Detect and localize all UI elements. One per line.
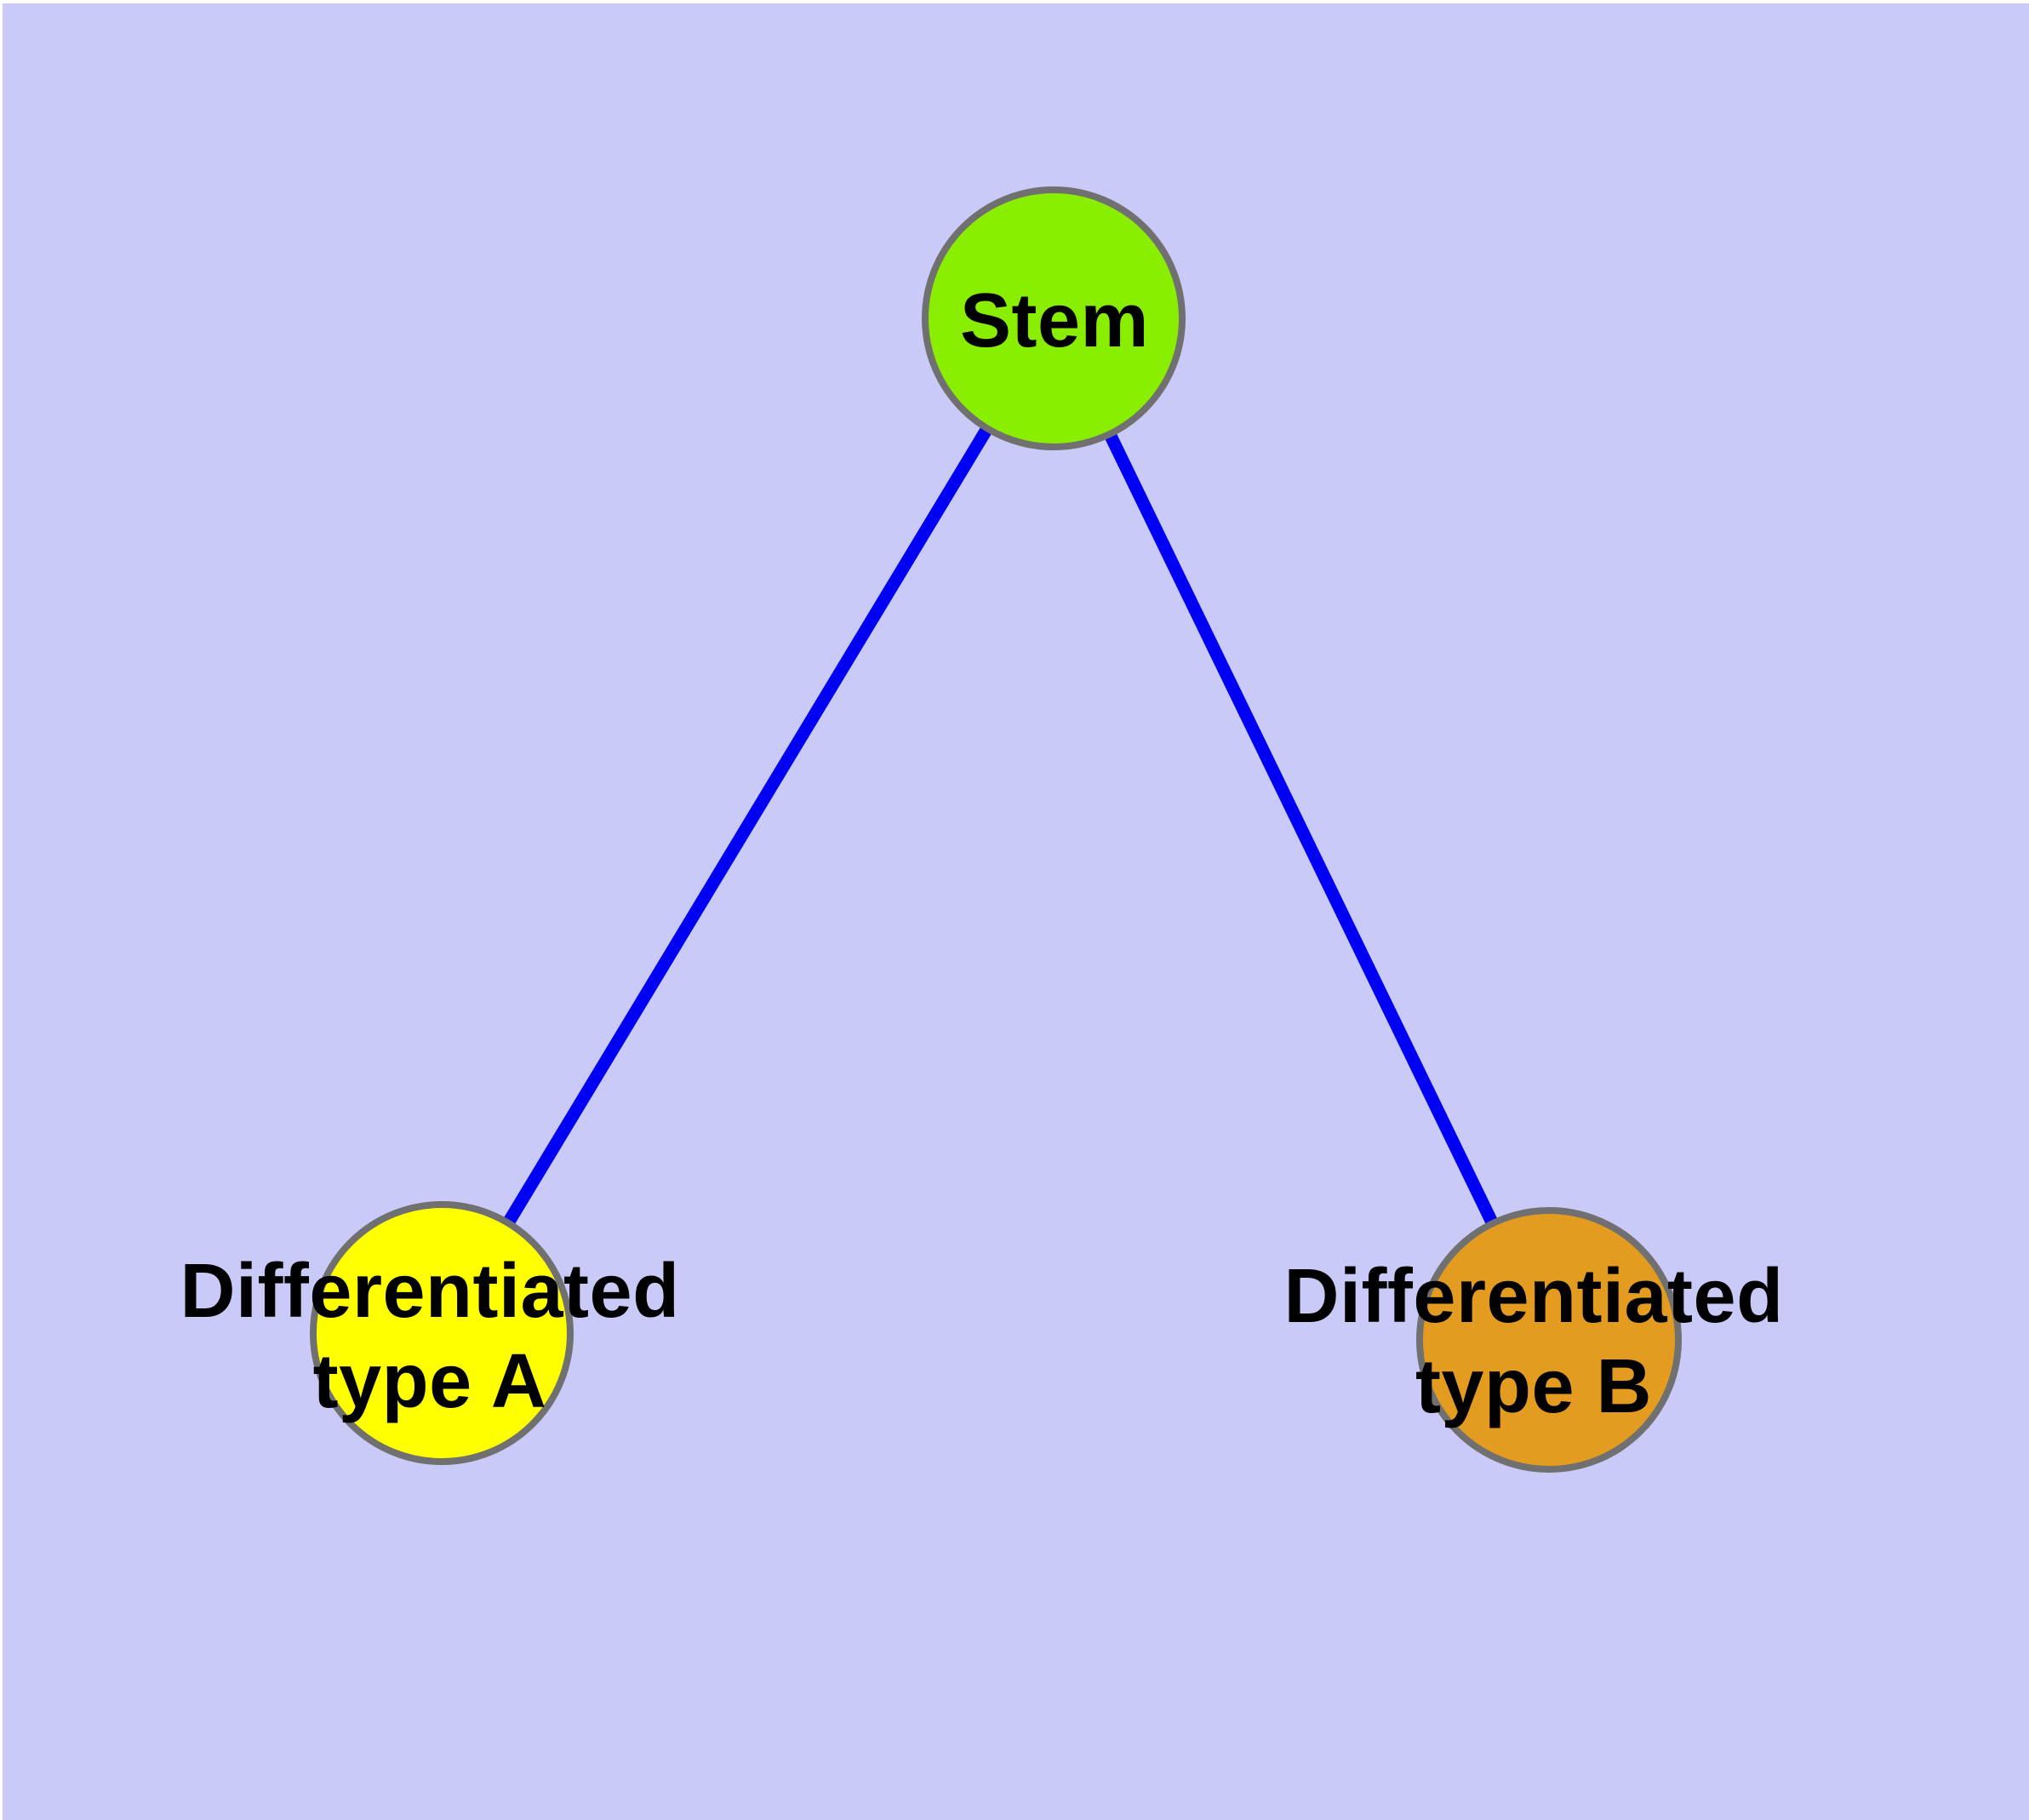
node-circle-differentiated-type-a bbox=[310, 1201, 574, 1465]
edge-stem-to-type-b bbox=[1048, 315, 1555, 1343]
node-label-stem: Stem bbox=[960, 276, 1149, 366]
node-label-stem-line1: Stem bbox=[959, 278, 1150, 363]
node-label-type-a-line1: Differentiated bbox=[180, 1249, 680, 1334]
edge-stem-to-type-a bbox=[436, 315, 1060, 1336]
node-label-type-b-line2: type B bbox=[1415, 1344, 1653, 1429]
node-label-differentiated-type-b: Differentiated type B bbox=[1283, 1251, 1783, 1432]
node-label-differentiated-type-a: Differentiated type A bbox=[180, 1246, 679, 1427]
node-label-type-b-line1: Differentiated bbox=[1283, 1254, 1784, 1339]
node-label-type-a-line2: type A bbox=[312, 1339, 547, 1424]
node-circle-differentiated-type-b bbox=[1416, 1207, 1682, 1473]
node-circle-stem bbox=[922, 186, 1186, 450]
